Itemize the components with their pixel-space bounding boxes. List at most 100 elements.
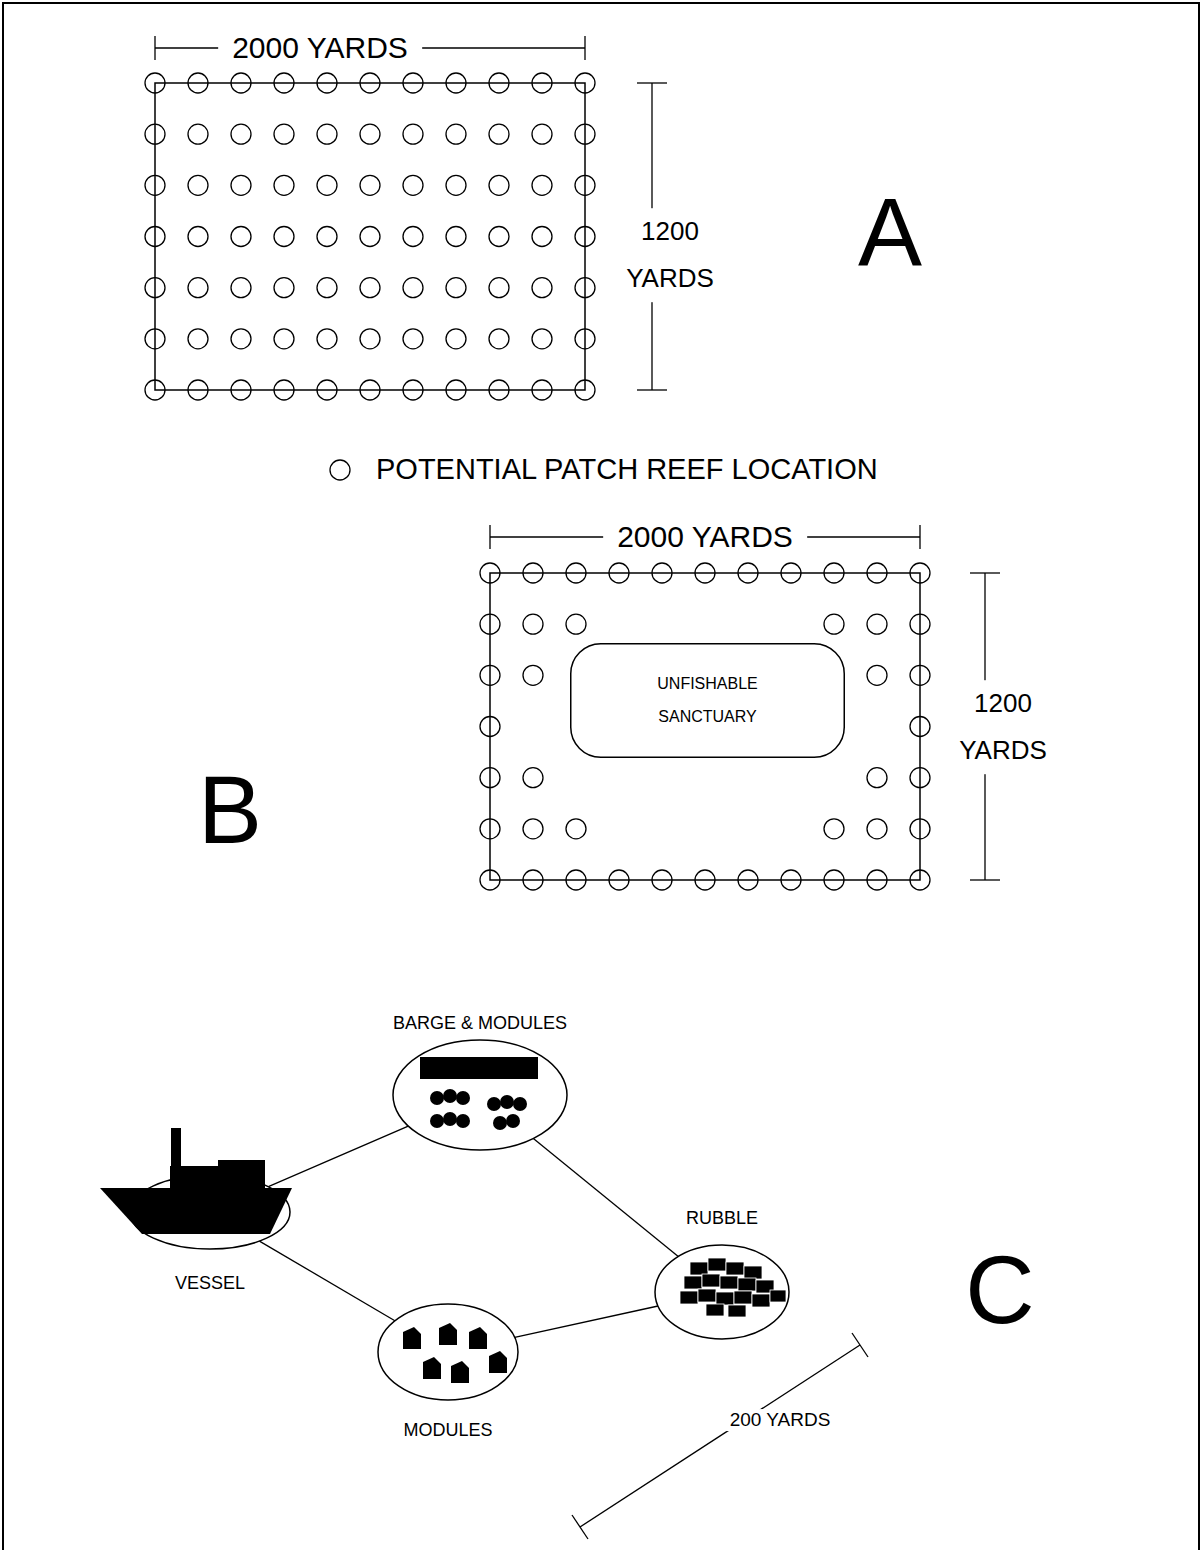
patch-reef-location <box>446 124 466 144</box>
label-holder: 200 YARDS <box>726 1409 835 1431</box>
patch-reef-location <box>575 380 595 400</box>
module-shape <box>403 1327 421 1349</box>
patch-reef-location <box>317 278 337 298</box>
legend-text: POTENTIAL PATCH REEF LOCATION <box>372 453 882 486</box>
patch-reef-location <box>188 73 208 93</box>
patch-reef-location <box>575 124 595 144</box>
site-label: BARGE & MODULES <box>390 1013 570 1034</box>
patch-reef-location <box>480 717 500 737</box>
patch-reef-location <box>781 870 801 890</box>
patch-reef-location <box>480 768 500 788</box>
dimension-label: 2000 YARDS <box>603 520 807 555</box>
patch-reef-location <box>274 278 294 298</box>
patch-reef-location <box>523 768 543 788</box>
dimension-label: 200 YARDS <box>726 1409 835 1431</box>
patch-reef-location <box>532 73 552 93</box>
patch-reef-location <box>867 665 887 685</box>
patch-reef-location <box>188 278 208 298</box>
patch-reef-location <box>695 563 715 583</box>
reef-area-b <box>490 573 920 880</box>
dimension-lines <box>155 36 1000 1539</box>
patch-reef-location <box>532 124 552 144</box>
patch-reef-location <box>523 665 543 685</box>
label-holder: B <box>198 755 262 865</box>
patch-reef-location <box>403 278 423 298</box>
patch-reef-location <box>523 563 543 583</box>
patch-reef-location <box>867 563 887 583</box>
patch-reef-location <box>317 175 337 195</box>
patch-reef-location <box>480 665 500 685</box>
patch-reef-location <box>489 124 509 144</box>
node-text-holder: RUBBLE <box>683 1208 761 1229</box>
patch-reef-location <box>532 329 552 349</box>
vessel-icon <box>100 1128 292 1234</box>
node-label: UNFISHABLE SANCTUARY <box>643 667 773 734</box>
patch-reef-location <box>867 870 887 890</box>
patch-reef-location <box>145 73 165 93</box>
patch-reef-location <box>188 124 208 144</box>
patch-reef-location <box>360 329 380 349</box>
node-text-holder: BARGE & MODULES <box>390 1013 570 1034</box>
patch-reef-location <box>231 175 251 195</box>
node-outline <box>393 1040 567 1150</box>
label-holder: A <box>858 177 922 287</box>
patch-reef-location <box>145 380 165 400</box>
patch-reef-location <box>231 278 251 298</box>
patch-reef-location <box>145 227 165 247</box>
patch-reef-location <box>188 329 208 349</box>
patch-reef-location <box>566 614 586 634</box>
patch-reef-location <box>824 563 844 583</box>
patch-reef-location <box>910 614 930 634</box>
patch-reef-location <box>231 329 251 349</box>
patch-reef-location <box>575 227 595 247</box>
patch-reef-location <box>532 227 552 247</box>
patch-reef-location <box>609 870 629 890</box>
sanctuary-zone: UNFISHABLE SANCTUARY <box>570 643 845 758</box>
node-shape <box>130 1175 290 1249</box>
node-outline <box>130 1175 290 1249</box>
node-text-holder: VESSEL <box>172 1273 248 1294</box>
node-shape <box>393 1040 567 1150</box>
label-holder: 2000 YARDS <box>603 520 807 555</box>
patch-reef-location <box>489 380 509 400</box>
label-holder: C <box>965 1235 1034 1345</box>
patch-reef-location <box>274 124 294 144</box>
patch-reef-location <box>867 819 887 839</box>
connector-line <box>515 1306 658 1337</box>
patch-reef-location <box>360 380 380 400</box>
patch-reef-location <box>489 175 509 195</box>
patch-reef-location <box>824 870 844 890</box>
panel-letter: C <box>965 1235 1034 1345</box>
reef-site: RUBBLE <box>655 1245 789 1339</box>
node-outline <box>655 1245 789 1339</box>
reef-grid-a <box>145 73 595 400</box>
module-shape <box>451 1361 469 1383</box>
module-shape <box>489 1351 507 1373</box>
patch-reef-location <box>480 870 500 890</box>
node-text-holder: MODULES <box>400 1420 495 1441</box>
panel-letter: A <box>858 177 922 287</box>
patch-reef-location <box>480 819 500 839</box>
patch-reef-location <box>360 124 380 144</box>
patch-reef-location <box>403 227 423 247</box>
patch-reef-location <box>231 227 251 247</box>
patch-reef-location <box>231 73 251 93</box>
patch-reef-location <box>652 870 672 890</box>
reef-site: VESSEL <box>130 1175 290 1249</box>
reef-site: MODULES <box>378 1304 518 1400</box>
patch-reef-location <box>403 73 423 93</box>
patch-reef-location <box>910 563 930 583</box>
patch-reef-location <box>188 227 208 247</box>
patch-reef-location <box>188 380 208 400</box>
patch-reef-location <box>652 563 672 583</box>
modules-icon <box>403 1323 507 1383</box>
patch-reef-location <box>532 175 552 195</box>
patch-reef-location <box>523 614 543 634</box>
patch-reef-location <box>575 278 595 298</box>
patch-reef-location <box>403 380 423 400</box>
connector-line <box>259 1241 394 1321</box>
patch-reef-location <box>910 819 930 839</box>
patch-reef-location <box>446 227 466 247</box>
patch-reef-location <box>446 278 466 298</box>
site-label: RUBBLE <box>683 1208 761 1229</box>
